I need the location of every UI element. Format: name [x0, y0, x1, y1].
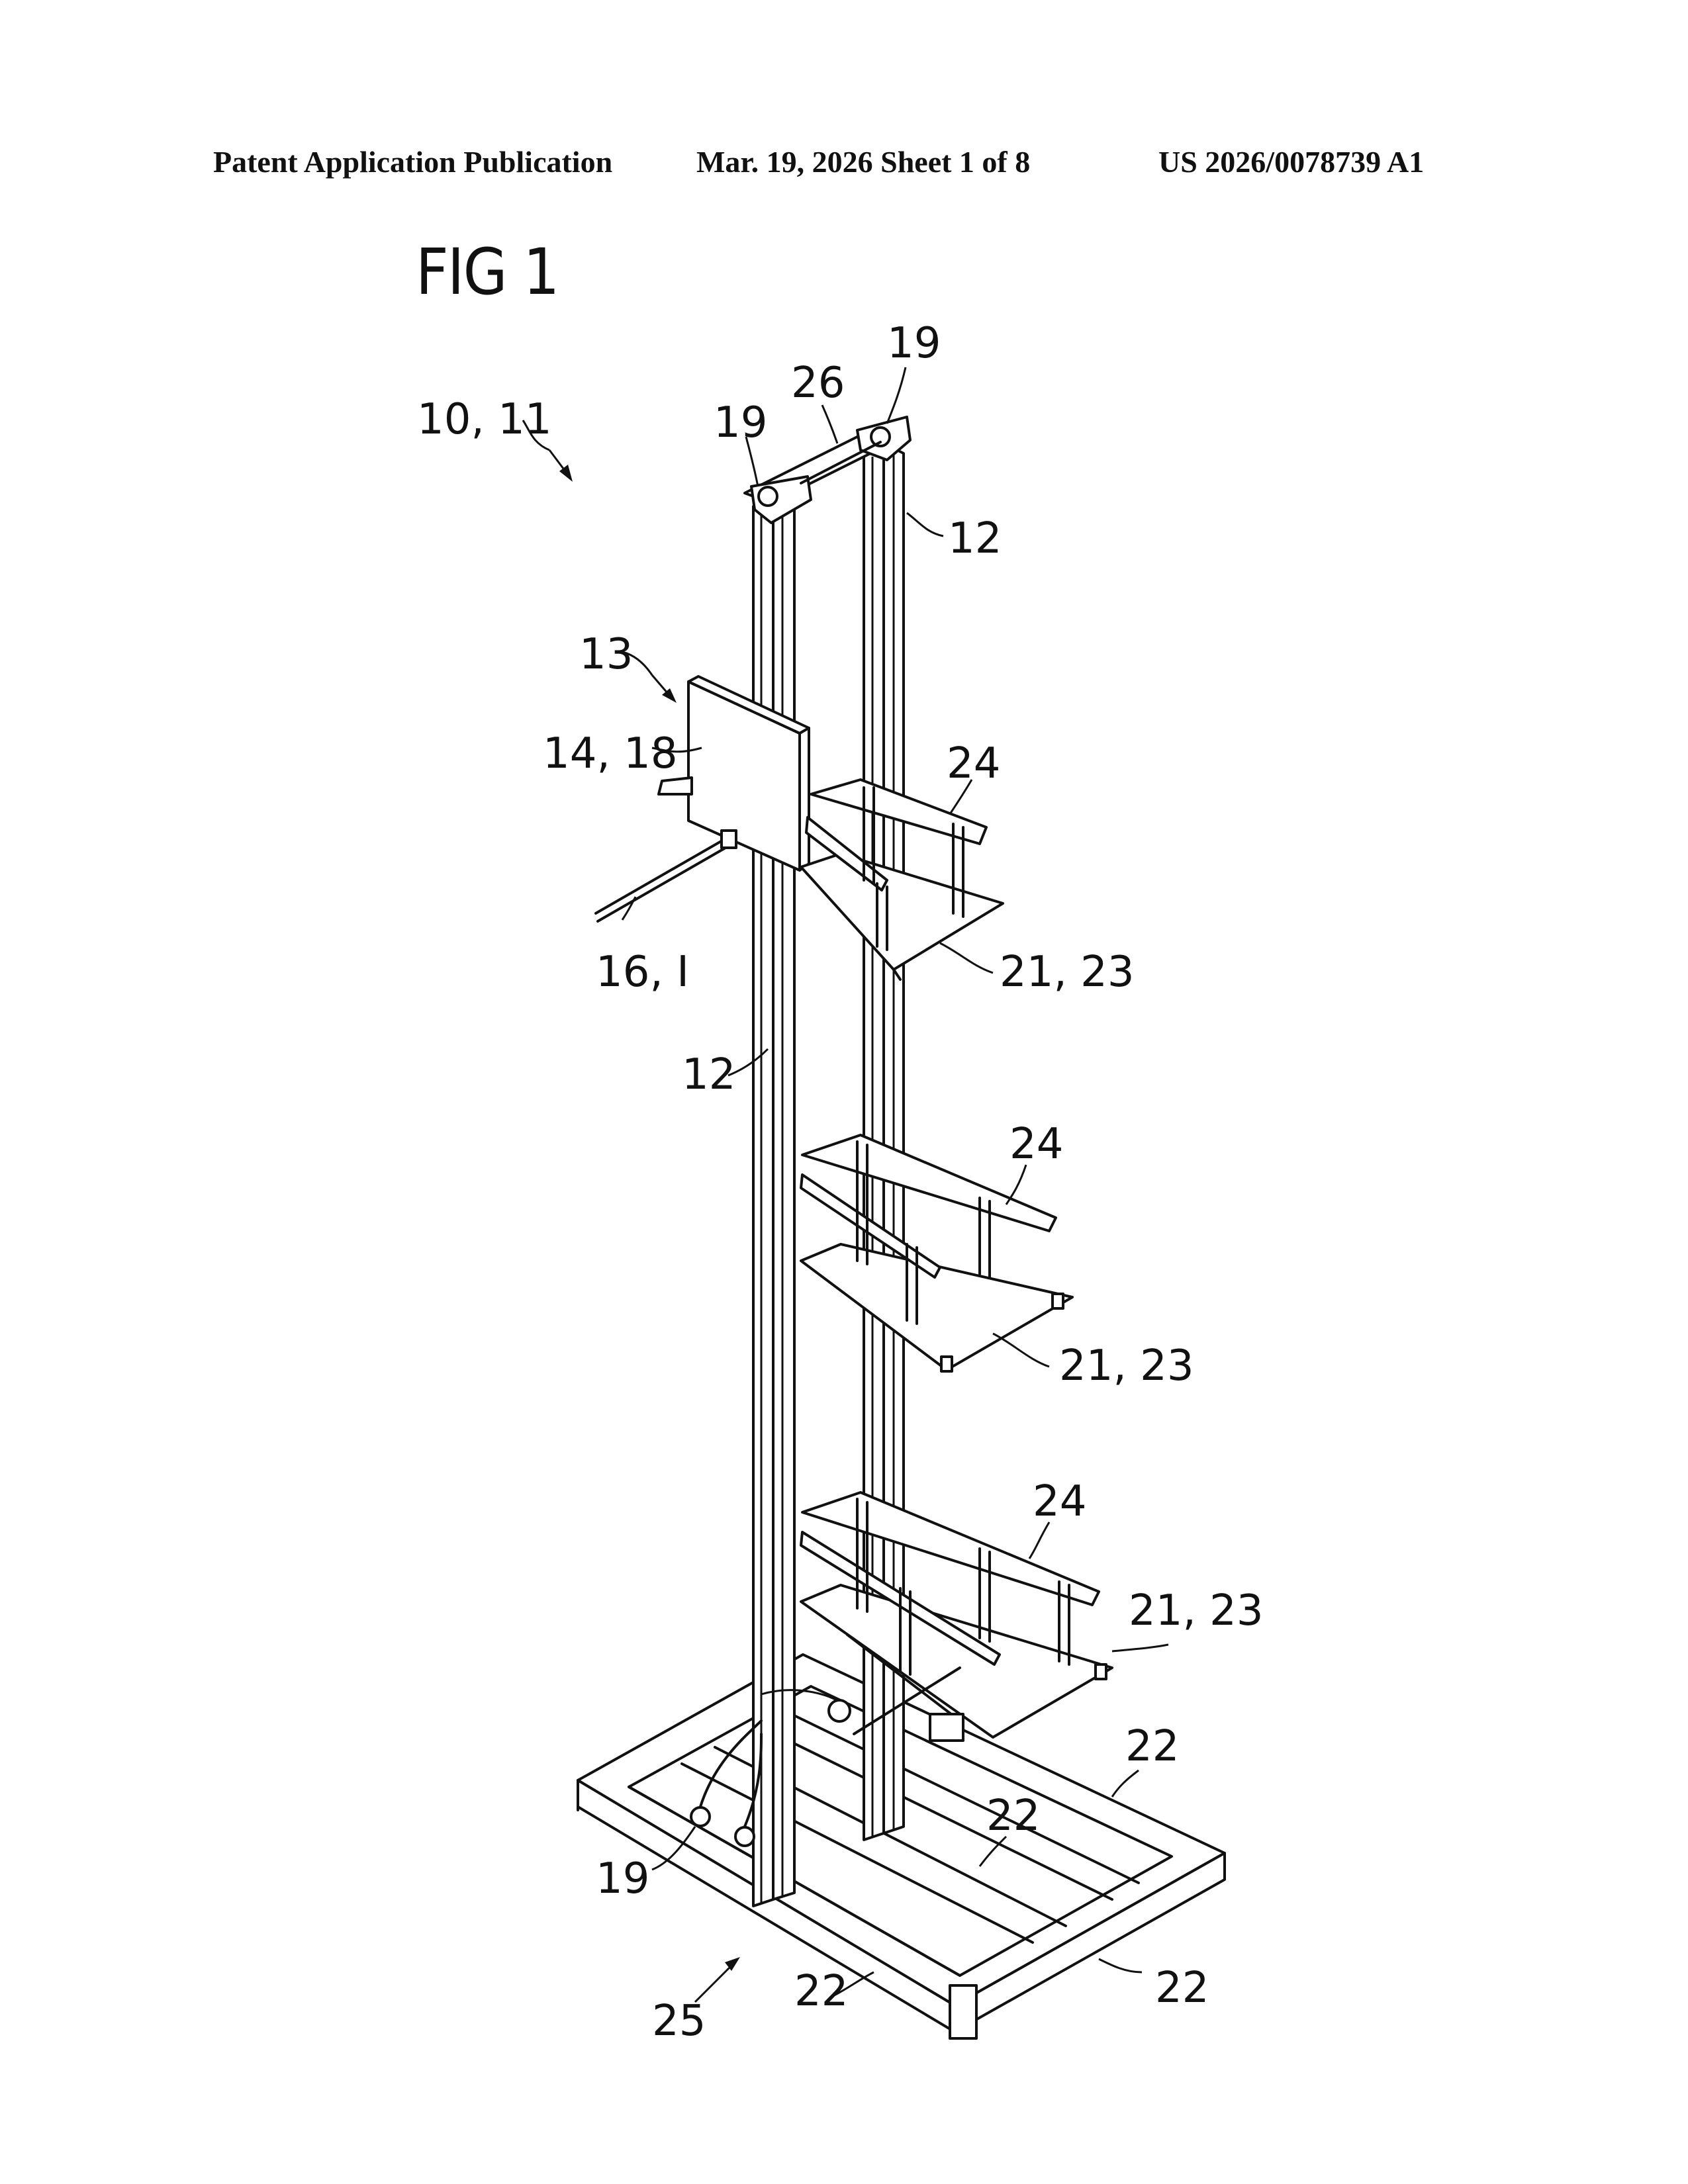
label-24-upper: 24 [947, 739, 1000, 788]
label-19-top-left: 19 [714, 398, 767, 447]
label-19-top-right: 19 [887, 319, 941, 368]
label-22-center: 22 [986, 1792, 1040, 1841]
label-24-lower: 24 [1033, 1477, 1086, 1526]
tool-rod [596, 831, 736, 921]
label-13: 13 [579, 630, 633, 679]
label-21-23-upper: 21, 23 [1000, 948, 1135, 997]
platform-upper [801, 780, 1003, 979]
label-12-top: 12 [948, 514, 1002, 563]
label-22-right-top: 22 [1125, 1722, 1179, 1771]
label-24-middle: 24 [1009, 1120, 1063, 1169]
label-25: 25 [652, 1997, 706, 2046]
platform-middle [801, 1135, 1072, 1371]
label-26: 26 [791, 359, 845, 408]
label-21-23-lower: 21, 23 [1129, 1586, 1264, 1635]
label-19-bottom: 19 [596, 1854, 649, 1903]
label-21-23-middle: 21, 23 [1059, 1342, 1194, 1390]
label-10-11: 10, 11 [417, 395, 552, 444]
label-14-18: 14, 18 [543, 729, 678, 778]
label-12-middle: 12 [682, 1050, 735, 1099]
label-22-front: 22 [794, 1967, 848, 2016]
label-16-i: 16, I [596, 948, 689, 997]
label-22-right-bottom: 22 [1155, 1964, 1209, 2013]
